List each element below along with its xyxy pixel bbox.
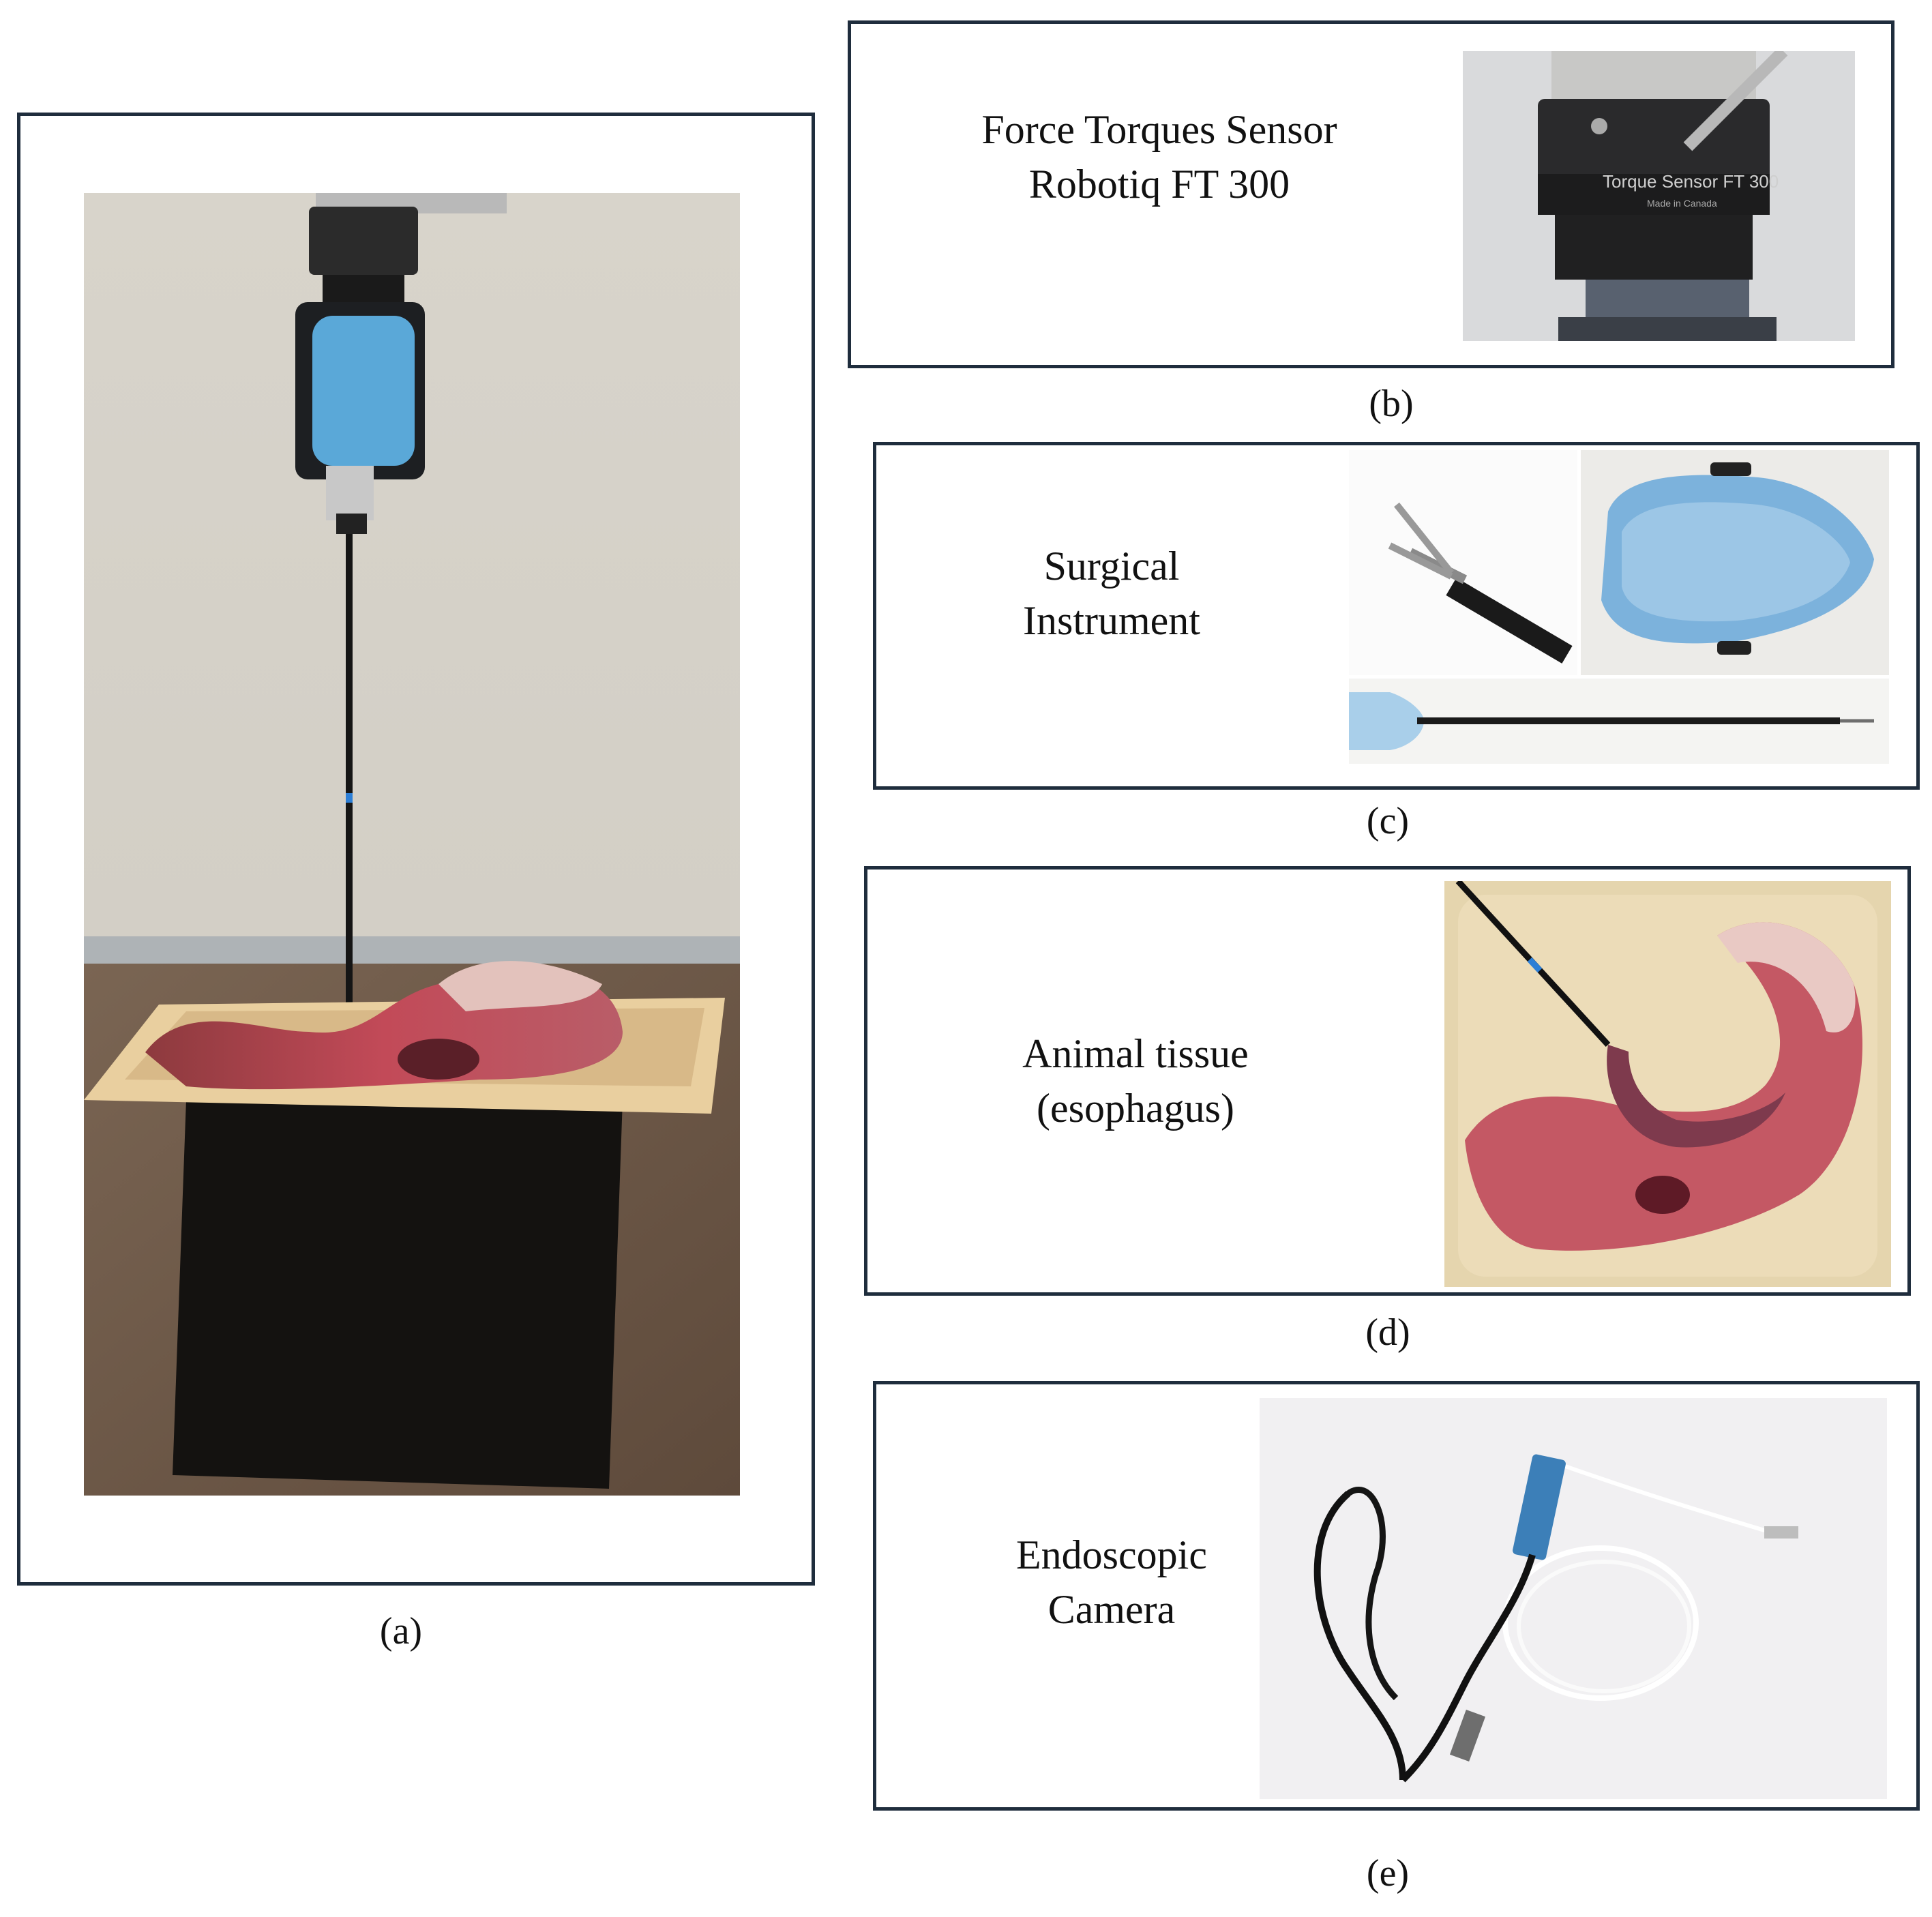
panel-a-photo-robot-setup <box>84 193 740 1496</box>
panel-c-label-line2: Instrument <box>1023 598 1200 643</box>
panel-c-photo-instrument-shaft <box>1349 679 1889 764</box>
panel-e-photo-endoscopic-camera <box>1260 1398 1887 1799</box>
panel-c-photo-forceps-tip <box>1349 450 1577 675</box>
panel-c-caption: (c) <box>1366 800 1410 842</box>
panel-a-caption: (a) <box>379 1610 423 1652</box>
panel-b-caption: (b) <box>1369 383 1414 425</box>
panel-b-photo-ft-sensor: Torque Sensor FT 300 Made in Canada <box>1463 51 1855 341</box>
panel-c-photo-instrument-housing <box>1581 450 1889 675</box>
panel-b-label-line2: Robotiq FT 300 <box>1028 162 1290 207</box>
panel-c-label: Surgical Instrument <box>982 539 1241 648</box>
panel-b-photo-text-line1: Torque Sensor FT 300 <box>1603 171 1779 192</box>
panel-e-label: Endoscopic Camera <box>975 1528 1248 1637</box>
panel-c-label-line1: Surgical <box>1043 544 1180 589</box>
panel-b-photo-text-line2: Made in Canada <box>1647 198 1717 209</box>
panel-d-label-line2: (esophagus) <box>1037 1086 1234 1131</box>
panel-e-caption: (e) <box>1366 1852 1410 1894</box>
panel-d-label: Animal tissue (esophagus) <box>955 1026 1316 1135</box>
panel-b-label: Force Torques Sensor Robotiq FT 300 <box>907 102 1412 211</box>
panel-e-label-line1: Endoscopic <box>1016 1532 1207 1577</box>
panel-e-label-line2: Camera <box>1047 1587 1176 1632</box>
panel-d-photo-esophagus-tissue <box>1444 881 1891 1287</box>
panel-b-label-line1: Force Torques Sensor <box>981 107 1337 152</box>
panel-d-label-line1: Animal tissue <box>1022 1031 1249 1076</box>
panel-d-caption: (d) <box>1365 1311 1410 1354</box>
